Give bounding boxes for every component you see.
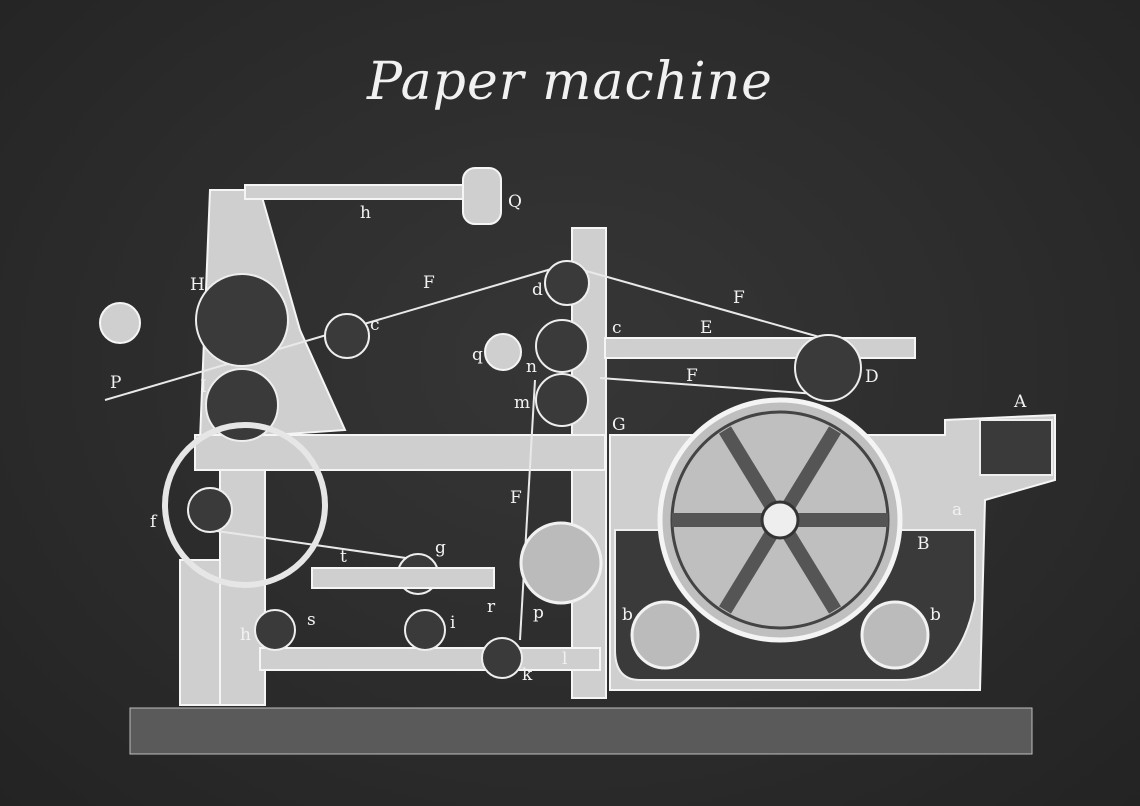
roller-left-small	[99, 302, 141, 344]
roller-n	[535, 319, 589, 373]
roller-h-lower	[254, 609, 296, 651]
label-E: E	[700, 318, 712, 338]
label-P: P	[110, 373, 121, 393]
label-i: i	[450, 613, 456, 633]
label-Q: Q	[508, 192, 522, 212]
part-labels: Q h H F F F F E d c c q n m G D A a B P …	[110, 192, 1027, 685]
label-k: k	[522, 665, 533, 685]
gear-p	[519, 521, 603, 605]
roller-D	[794, 334, 862, 402]
counterweight-Q	[462, 167, 502, 225]
agitator-right	[860, 600, 930, 670]
label-A: A	[1013, 392, 1027, 412]
label-h-low: h	[240, 625, 251, 645]
label-h-top: h	[360, 203, 371, 223]
label-g: g	[435, 538, 446, 558]
roller-H-lower	[205, 368, 279, 442]
arm-E	[604, 337, 916, 359]
base-plinth	[129, 707, 1033, 755]
label-b2: b	[930, 605, 941, 625]
label-H: H	[190, 275, 205, 295]
lower-beam	[259, 647, 601, 671]
label-n: n	[526, 357, 537, 377]
inlet-box	[979, 419, 1053, 476]
drive-wheel-I	[162, 422, 328, 588]
label-m: m	[514, 393, 530, 413]
label-a: a	[952, 500, 962, 520]
label-c1: c	[370, 315, 380, 335]
label-b1: b	[622, 605, 633, 625]
label-F4: F	[510, 488, 522, 508]
label-F2: F	[733, 288, 745, 308]
label-s: s	[307, 610, 316, 630]
label-B: B	[917, 534, 930, 554]
label-F1: F	[423, 273, 435, 293]
outer-leg	[179, 559, 221, 706]
label-c2: c	[612, 318, 622, 338]
roller-H-upper	[195, 273, 289, 367]
roller-k	[481, 637, 523, 679]
rollers	[99, 260, 862, 679]
top-lever-arm	[244, 184, 476, 200]
label-G: G	[612, 415, 626, 435]
label-F3: F	[686, 366, 698, 386]
roller-e	[324, 313, 370, 359]
label-t: t	[340, 547, 347, 567]
rack-t	[311, 567, 495, 589]
cross-beam	[194, 434, 606, 471]
roller-m	[535, 373, 589, 427]
label-D: D	[865, 367, 879, 387]
gear-hub	[760, 500, 800, 540]
label-f: f	[150, 512, 158, 532]
label-p: p	[533, 603, 544, 623]
label-r: r	[487, 597, 496, 617]
roller-f	[187, 487, 233, 533]
label-d: d	[532, 280, 543, 300]
roller-d	[544, 260, 590, 306]
label-I: I	[200, 377, 207, 397]
label-l: l	[562, 649, 567, 669]
label-q: q	[472, 345, 483, 365]
diagram-title: Paper machine	[367, 52, 773, 112]
roller-q	[484, 333, 522, 371]
roller-i	[404, 609, 446, 651]
agitator-left	[630, 600, 700, 670]
